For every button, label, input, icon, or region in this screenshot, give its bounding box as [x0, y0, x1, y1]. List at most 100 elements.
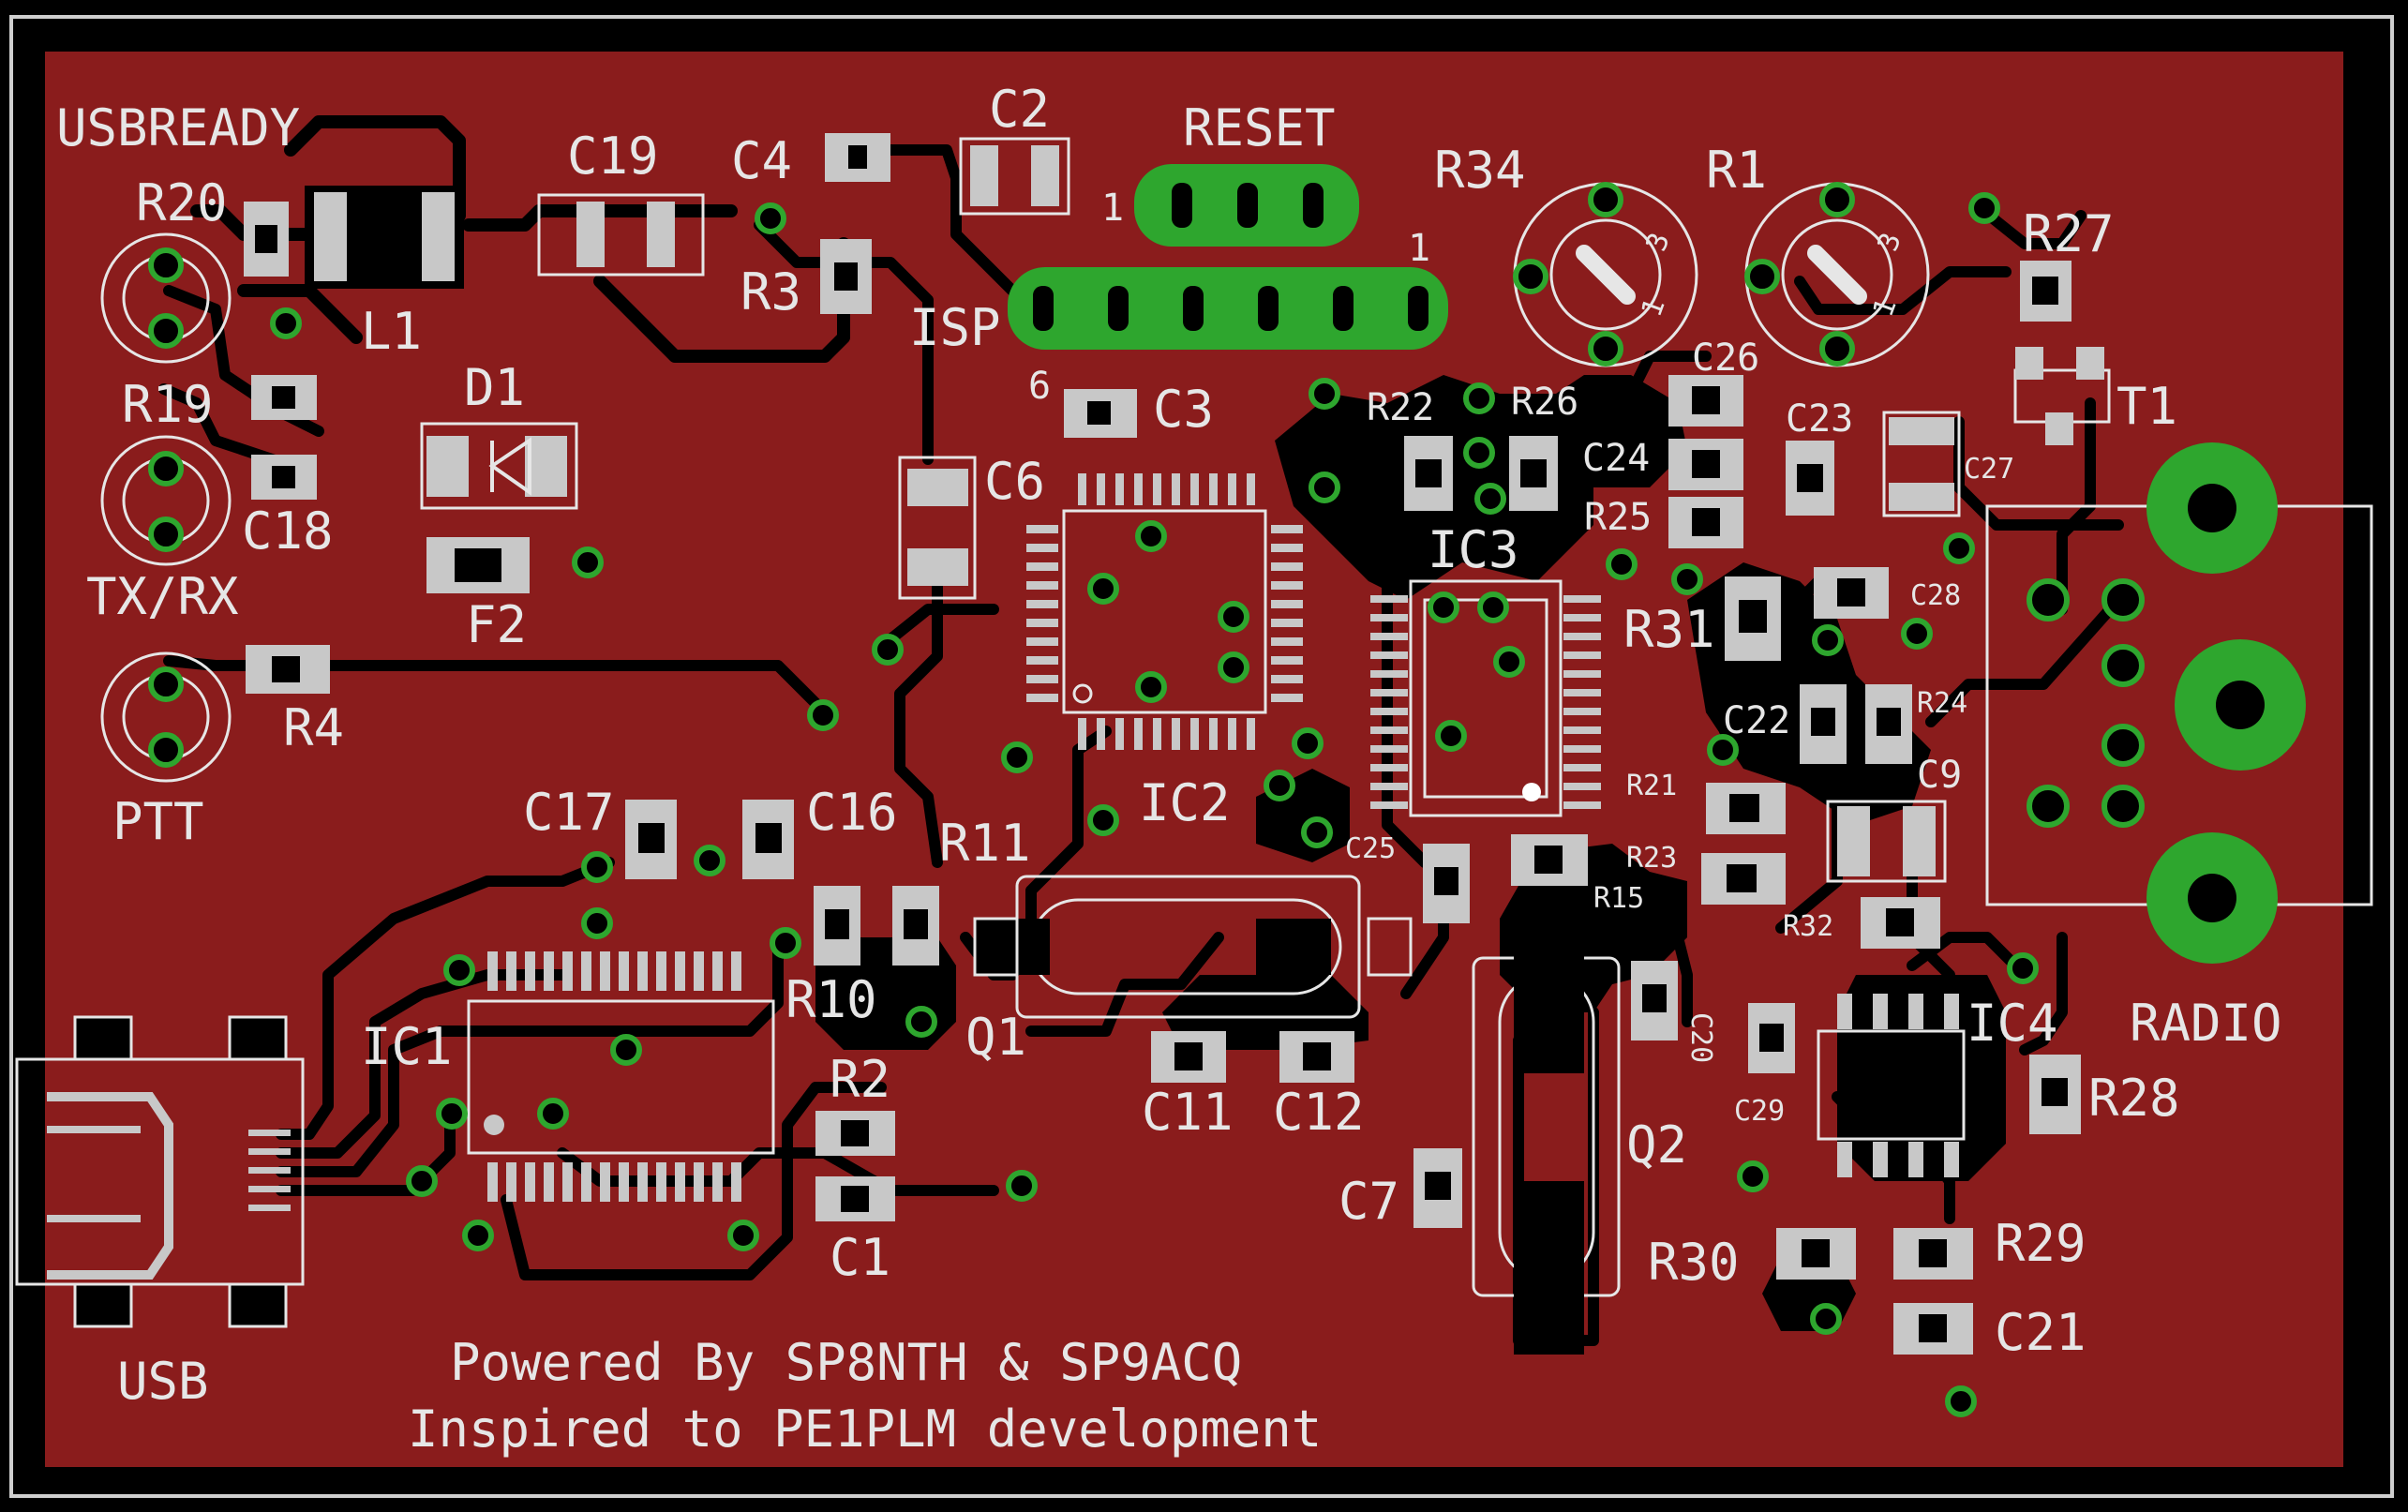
label-c17: C17 — [523, 783, 615, 842]
label-ic3: IC3 — [1428, 520, 1519, 579]
smd-c24 — [1668, 439, 1743, 490]
smd-r24 — [1865, 684, 1912, 764]
smd-r22 — [1404, 436, 1453, 511]
smd-r4 — [246, 645, 330, 694]
ic3-chip — [1370, 579, 1601, 817]
marker-isp-pin1: 1 — [1408, 227, 1430, 270]
label-r32: R32 — [1783, 910, 1833, 943]
label-c6: C6 — [984, 452, 1045, 511]
smd-c2 — [959, 137, 1070, 216]
credit-line-2: Inspired to PE1PLM development — [408, 1400, 1322, 1459]
smd-c26 — [1668, 375, 1743, 427]
smd-c23 — [1786, 441, 1834, 516]
label-c29: C29 — [1734, 1095, 1785, 1128]
smd-r19 — [251, 375, 317, 420]
label-q1: Q1 — [965, 1008, 1026, 1067]
label-reset: RESET — [1183, 98, 1336, 157]
label-c4: C4 — [731, 131, 792, 190]
label-c23: C23 — [1786, 397, 1853, 441]
smd-r29 — [1893, 1228, 1973, 1280]
smd-r25 — [1668, 497, 1743, 548]
label-r21: R21 — [1626, 770, 1677, 802]
smd-r23 — [1701, 853, 1786, 905]
led-ptt — [100, 651, 232, 783]
led-txrx — [100, 435, 232, 566]
label-r19: R19 — [122, 375, 214, 434]
smd-c29 — [1748, 1003, 1795, 1073]
trimmer-r34 — [1513, 182, 1698, 367]
label-r10: R10 — [785, 970, 877, 1029]
usb-connector — [15, 1015, 305, 1328]
smd-c4 — [825, 133, 890, 182]
smd-c20 — [1631, 961, 1678, 1040]
marker-reset-pin1: 1 — [1101, 187, 1124, 230]
label-ptt: PTT — [112, 792, 204, 851]
label-ic4: IC4 — [1967, 994, 2058, 1053]
smd-parts — [244, 133, 2111, 1355]
label-r26: R26 — [1511, 381, 1578, 424]
smd-r31 — [1725, 576, 1781, 661]
label-r29: R29 — [1995, 1214, 2086, 1273]
board-outline — [9, 15, 2394, 1498]
label-usbready: USBREADY — [56, 98, 300, 157]
label-c16: C16 — [806, 783, 898, 842]
label-c18: C18 — [242, 502, 334, 561]
smd-r21 — [1706, 783, 1786, 834]
crystal-q2 — [1472, 909, 1621, 1355]
smd-r32 — [1861, 897, 1940, 949]
label-r20: R20 — [136, 173, 228, 232]
ic1-chip — [467, 951, 775, 1202]
isp-header — [1008, 267, 1448, 350]
crystal-q1 — [973, 875, 1413, 1019]
label-r31: R31 — [1623, 600, 1715, 659]
label-r34: R34 — [1434, 141, 1526, 200]
label-r28: R28 — [2088, 1069, 2180, 1128]
label-r3: R3 — [740, 262, 801, 322]
smd-f2 — [426, 537, 530, 593]
smd-r30 — [1776, 1228, 1856, 1280]
smd-r20 — [244, 202, 289, 277]
label-c21: C21 — [1995, 1303, 2086, 1362]
label-d1: D1 — [464, 358, 525, 417]
label-r24: R24 — [1917, 687, 1967, 720]
credit-line-1: Powered By SP8NTH & SP9ACQ — [450, 1333, 1242, 1392]
label-r1: R1 — [1706, 141, 1767, 200]
label-r22: R22 — [1367, 386, 1434, 429]
label-c26: C26 — [1692, 337, 1759, 380]
label-r2: R2 — [830, 1050, 890, 1109]
smd-c28 — [1814, 567, 1889, 619]
label-r23: R23 — [1626, 842, 1677, 875]
smd-c11 — [1151, 1031, 1226, 1083]
label-c2: C2 — [989, 80, 1050, 139]
smd-c25 — [1423, 844, 1470, 923]
smd-r27 — [2020, 261, 2071, 322]
smd-c3 — [1064, 389, 1137, 438]
reset-header — [1134, 164, 1359, 247]
smd-r10 — [814, 886, 860, 966]
label-c12: C12 — [1273, 1083, 1365, 1142]
label-r25: R25 — [1584, 496, 1652, 539]
smd-r3 — [820, 239, 872, 314]
label-r15: R15 — [1593, 882, 1644, 915]
label-c11: C11 — [1142, 1083, 1234, 1142]
ic2-chip — [1026, 473, 1303, 750]
label-isp: ISP — [909, 298, 1001, 357]
smd-r2 — [815, 1111, 895, 1156]
smd-c1 — [815, 1176, 895, 1221]
radio-connector — [1985, 442, 2373, 964]
ic1-pins — [487, 951, 741, 1202]
label-c7: C7 — [1339, 1172, 1399, 1231]
label-ic1: IC1 — [361, 1017, 453, 1076]
label-r11: R11 — [939, 814, 1031, 873]
label-c22: C22 — [1723, 699, 1790, 742]
label-txrx: TX/RX — [86, 567, 239, 626]
smd-c22 — [1800, 684, 1847, 764]
marker-isp-pin6: 6 — [1028, 365, 1051, 408]
ic4-chip — [1817, 994, 1966, 1177]
label-t1: T1 — [2116, 377, 2177, 436]
smd-c17 — [625, 800, 677, 879]
smd-c6 — [898, 456, 977, 600]
smd-c16 — [742, 800, 794, 879]
smd-c7 — [1413, 1148, 1462, 1228]
